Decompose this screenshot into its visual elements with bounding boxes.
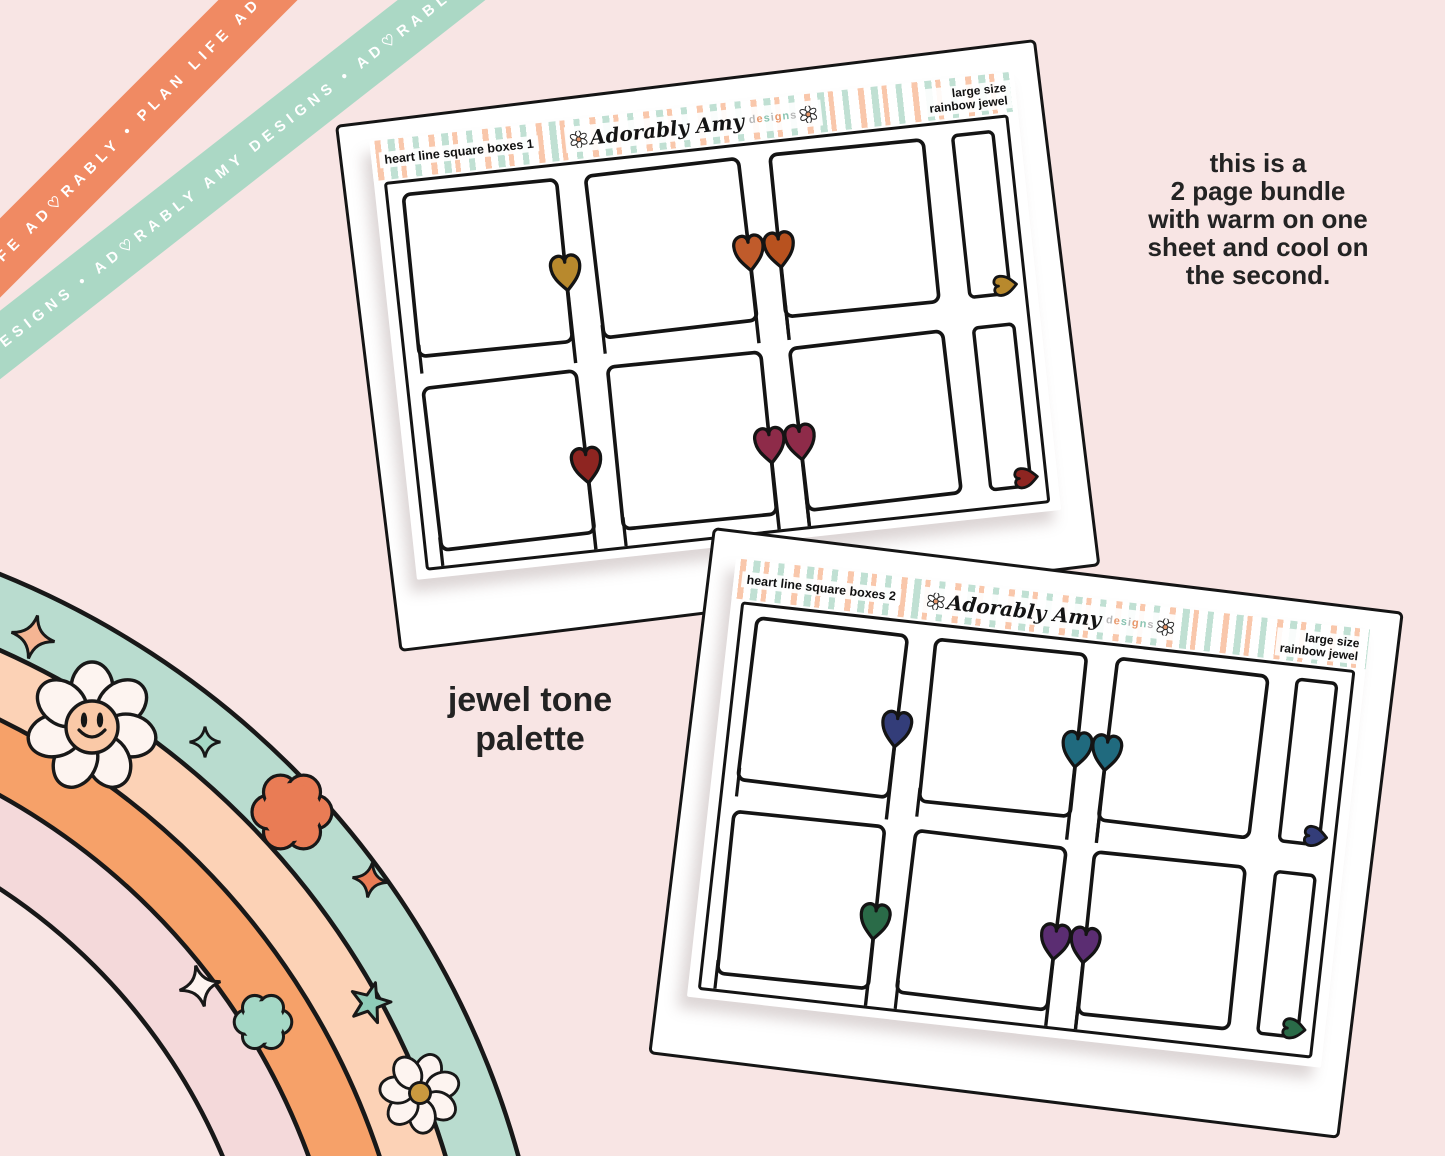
smiley-face <box>80 712 104 728</box>
sticker-sheet-card-2: heart line square boxes 2 Adorably Amy d… <box>648 527 1404 1139</box>
sticker-sheet-scan: heart line square boxes 1 Adorably Amy d… <box>369 71 1062 580</box>
sheet-title: heart line square boxes 1 <box>378 135 540 169</box>
smiley-daisy-icon <box>26 660 158 789</box>
sticker-cut-area <box>697 601 1356 1059</box>
washi-header-band: heart line square boxes 1 Adorably Amy d… <box>369 71 1018 182</box>
flower-icon <box>250 773 334 851</box>
sticker-cut-area <box>383 114 1051 571</box>
rainbow-decorations <box>10 614 461 1135</box>
sparkle-icon <box>352 862 388 898</box>
brand-script-text: Adorably Amy <box>945 590 1103 632</box>
rainbow-artwork <box>0 572 521 1156</box>
sticker-grid <box>402 130 1039 567</box>
sparkle-icon <box>10 614 56 660</box>
daisy-icon <box>926 591 945 611</box>
daisy-icon <box>799 104 818 124</box>
brand-script-text: Adorably Amy <box>588 108 746 150</box>
sticker-sheet-scan: heart line square boxes 2 Adorably Amy d… <box>686 558 1371 1068</box>
flower-icon <box>232 993 294 1051</box>
sparkle-icon <box>178 964 222 1008</box>
sparkle-icon <box>189 726 221 758</box>
size-label: large size rainbow jewel <box>923 79 1013 118</box>
star-icon <box>350 981 393 1025</box>
sheet-title: heart line square boxes 2 <box>740 571 902 605</box>
daisy-icon <box>1156 617 1175 637</box>
daisy-icon <box>378 1053 461 1135</box>
sticker-sheet-card-1: heart line square boxes 1 Adorably Amy d… <box>335 38 1101 653</box>
bundle-description-note: this is a 2 page bundle with warm on one… <box>1147 148 1369 290</box>
sticker-grid <box>713 616 1339 1040</box>
size-label: large size rainbow jewel <box>1274 627 1365 665</box>
palette-label-note: jewel tone palette <box>447 681 613 758</box>
washi-header-band: heart line square boxes 2 Adorably Amy d… <box>731 558 1371 670</box>
daisy-icon <box>569 129 588 149</box>
